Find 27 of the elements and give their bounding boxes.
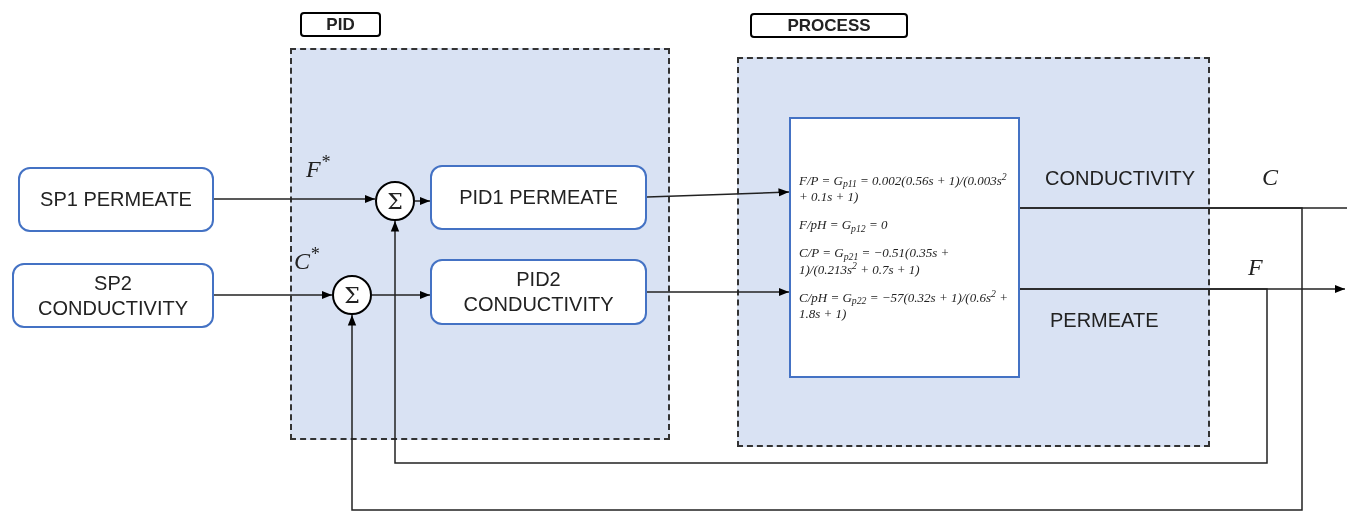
arrow [213,290,333,300]
arrow [390,220,1268,464]
arrow [213,194,376,204]
transfer-function-box [789,117,1020,378]
edge-label: F [1248,255,1263,279]
transfer-function: C/pH = G$_{p22}$ = −57(0.32s + 1)/(0.6s$^{2}$ + 1.8s + 1) [799,289,1009,323]
edge-label: C$^{*}$ [294,249,319,273]
signal-label: PERMEATE [1050,308,1159,333]
summing-junction: Σ [375,181,415,221]
transfer-function: C/P = G$_{p21}$ = −0.51(0.35s + 1)/(0.213s$^{2}$ + 0.7s + 1) [799,245,951,278]
group-heading: PID [300,12,381,37]
arrow [414,196,431,206]
process-box: PID2 CONDUCTIVITY [430,259,647,325]
signal-label: CONDUCTIVITY [1045,166,1195,191]
process-box: PID1 PERMEATE [430,165,647,230]
arrow [347,207,1303,511]
arrow [371,290,431,300]
edge-label: C [1262,165,1278,189]
process-box: SP2 CONDUCTIVITY [12,263,214,328]
group-heading: PROCESS [750,13,908,38]
summing-junction: Σ [332,275,372,315]
transfer-function: F/pH = G$_{p12}$ = 0 [799,217,889,234]
edge-label: F$^{*}$ [306,157,330,181]
arrow [646,188,790,198]
process-box: SP1 PERMEATE [18,167,214,232]
arrow [646,287,790,297]
transfer-function: F/P = G$_{p11}$ = 0.002(0.56s + 1)/(0.003s$^{2}$ + 0.1s + 1) [799,172,1008,206]
